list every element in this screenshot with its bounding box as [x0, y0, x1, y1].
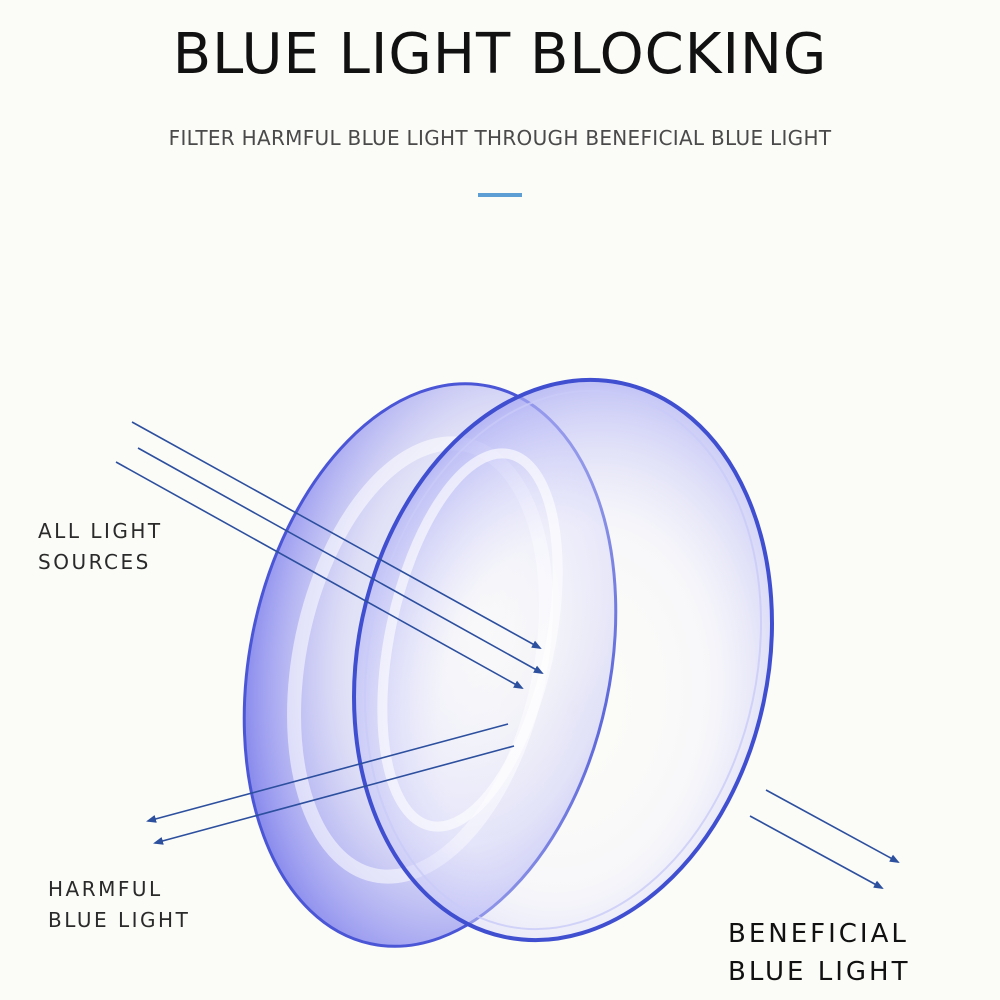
beneficial-light-arrows: [749, 789, 900, 889]
beneficial-blue-light-line-2: BLUE LIGHT: [728, 956, 911, 987]
harmful-blue-light-line-1: HARMFUL: [48, 877, 163, 901]
front-lens: [352, 377, 774, 943]
harmful-light-arrows: [146, 723, 515, 845]
beneficial-blue-light-label: BENEFICIAL BLUE LIGHT: [728, 916, 910, 991]
harmful-arrow-1: [146, 723, 509, 823]
incoming-arrow-2: [137, 447, 544, 674]
front-lens-highlight: [377, 448, 563, 832]
incoming-arrow-1: [131, 421, 542, 649]
beneficial-arrow-1: [765, 789, 900, 863]
beneficial-arrow-2: [749, 815, 884, 889]
all-light-sources-line-2: SOURCES: [38, 550, 151, 574]
beneficial-blue-light-line-1: BENEFICIAL: [728, 919, 909, 949]
incoming-arrow-3: [115, 461, 524, 689]
harmful-blue-light-label: HARMFUL BLUE LIGHT: [48, 874, 190, 936]
accent-divider: [478, 193, 522, 197]
all-light-sources-line-1: ALL LIGHT: [38, 519, 163, 543]
incoming-light-arrows: [115, 421, 544, 689]
harmful-arrow-2: [153, 745, 515, 845]
front-lens-inner-rim: [363, 389, 763, 931]
harmful-blue-light-line-2: BLUE LIGHT: [48, 908, 191, 932]
page-title: BLUE LIGHT BLOCKING: [172, 22, 828, 87]
page-subtitle: FILTER HARMFUL BLUE LIGHT THROUGH BENEFI…: [168, 126, 832, 150]
all-light-sources-label: ALL LIGHT SOURCES: [38, 516, 163, 578]
